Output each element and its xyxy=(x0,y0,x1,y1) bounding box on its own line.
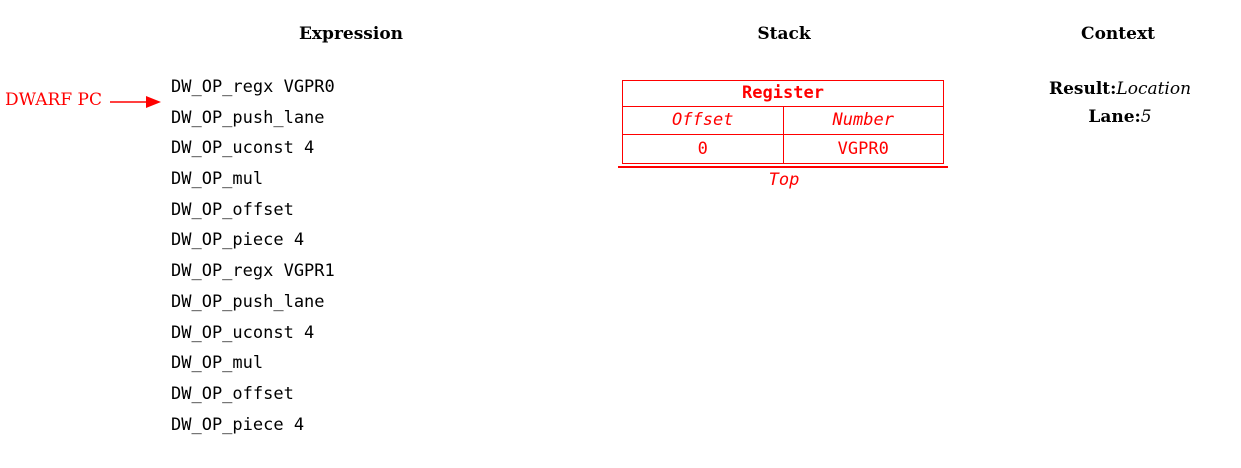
expression-op: DW_OP_regx VGPR1 xyxy=(171,261,335,282)
expression-op: DW_OP_piece 4 xyxy=(171,230,305,251)
stack-entry-value-row: 0 VGPR0 xyxy=(623,134,943,163)
expression-op: DW_OP_offset xyxy=(171,383,294,404)
expression-op: DW_OP_mul xyxy=(171,169,264,190)
stack-heading: Stack xyxy=(757,24,811,44)
context-result-key: Result: xyxy=(1048,79,1117,99)
stack-entry-title: Register xyxy=(742,83,824,103)
stack-top-label: Top xyxy=(768,170,800,190)
context-result-value: Location xyxy=(1116,79,1192,99)
stack-column-offset: Offset xyxy=(672,110,734,130)
stack-column-number: Number xyxy=(782,107,944,134)
dwarf-pc-arrow-icon xyxy=(110,96,161,108)
stack-value-number: VGPR0 xyxy=(782,135,944,163)
expression-op: DW_OP_uconst 4 xyxy=(171,138,315,159)
stack-top-divider xyxy=(618,166,948,168)
stack-entry-header-row: Offset Number xyxy=(623,106,943,134)
expression-op: DW_OP_push_lane xyxy=(171,291,325,312)
context-lane: Lane:5 xyxy=(1088,107,1151,127)
context-heading: Context xyxy=(1081,24,1155,44)
expression-op: DW_OP_push_lane xyxy=(171,107,325,128)
context-result: Result:Location xyxy=(1049,79,1191,99)
expression-op: DW_OP_uconst 4 xyxy=(171,322,315,343)
stack-entry-register: Register Offset Number 0 VGPR0 xyxy=(622,80,944,164)
expression-op: DW_OP_mul xyxy=(171,353,264,374)
expression-list: DW_OP_regx VGPR0 DW_OP_push_lane DW_OP_u… xyxy=(171,72,335,440)
context-lane-key: Lane: xyxy=(1088,107,1141,127)
stack-value-offset: 0 xyxy=(697,139,708,159)
expression-op: DW_OP_regx VGPR0 xyxy=(171,77,335,97)
context-lane-value: 5 xyxy=(1140,107,1152,127)
expression-op: DW_OP_piece 4 xyxy=(171,414,305,435)
expression-heading: Expression xyxy=(298,24,404,44)
dwarf-pc-label: DWARF PC xyxy=(5,90,102,110)
expression-op: DW_OP_offset xyxy=(171,199,294,220)
